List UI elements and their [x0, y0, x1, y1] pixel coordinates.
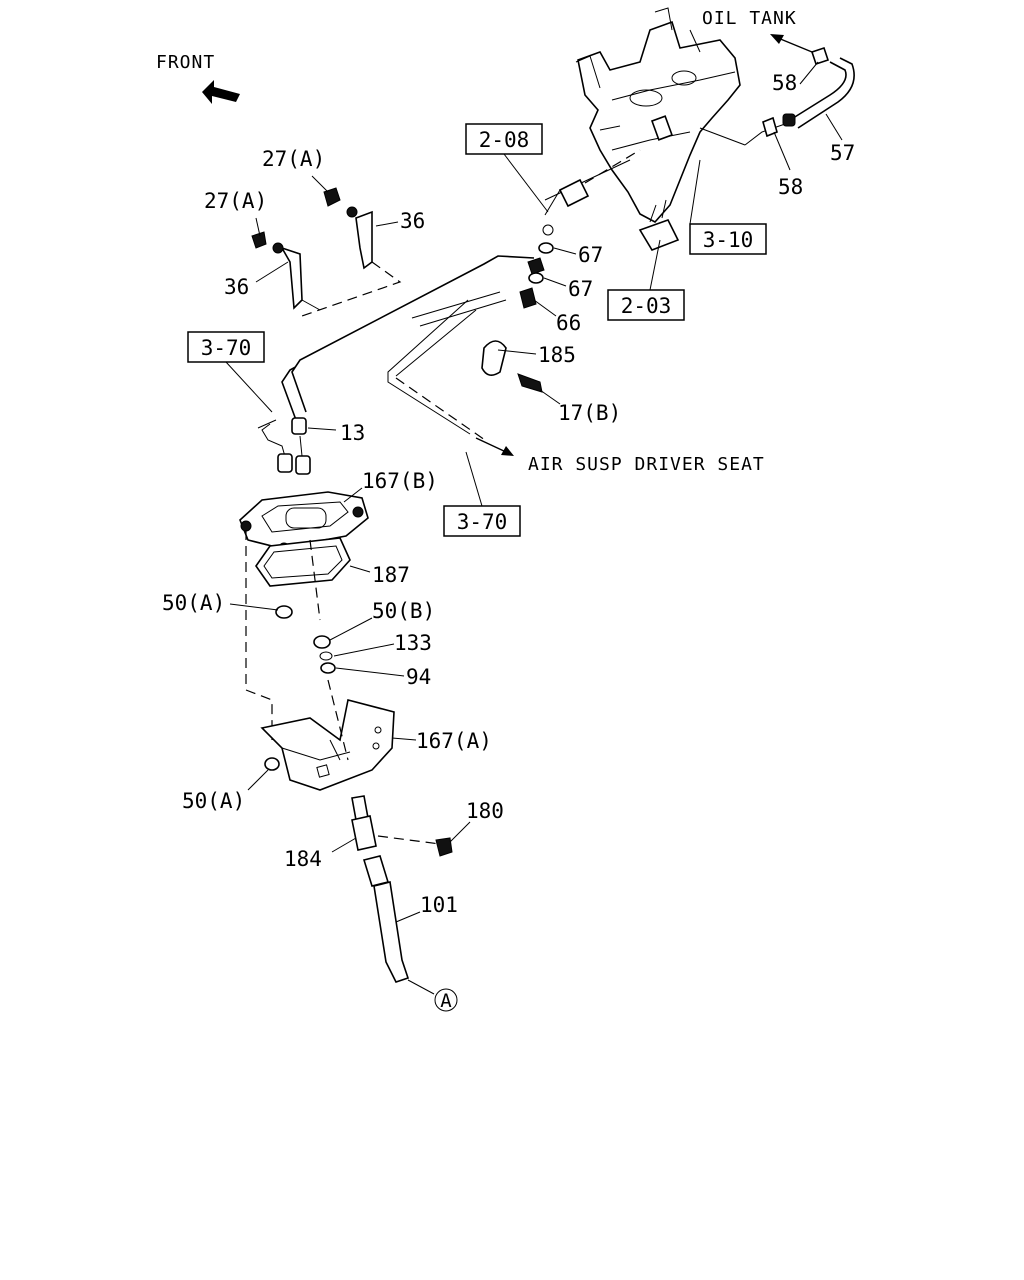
label-57: 57 [830, 141, 855, 165]
clutch-pipe-lines [257, 255, 535, 475]
label-36-left: 36 [224, 275, 249, 299]
label-94: 94 [406, 665, 431, 689]
nut-group [264, 605, 336, 771]
ref-2-08: 2-08 [479, 128, 530, 152]
label-36-right: 36 [400, 209, 425, 233]
ref-3-10: 3-10 [703, 228, 754, 252]
bracket-167a [260, 679, 395, 791]
label-air-susp: AIR SUSP DRIVER SEAT [528, 454, 765, 475]
label-180: 180 [466, 799, 504, 823]
ref-2-03: 2-03 [621, 294, 672, 318]
label-50a-upper: 50(A) [162, 591, 225, 615]
mount-plate-167b [239, 491, 369, 740]
label-13: 13 [340, 421, 365, 445]
ref-3-70-top: 3-70 [201, 336, 252, 360]
label-167a: 167(A) [416, 729, 492, 753]
front-note: FRONT [156, 52, 215, 73]
ref-box-2-03 [607, 289, 685, 321]
label-58-bottom: 58 [778, 175, 803, 199]
oil-tank-hose [699, 34, 855, 146]
label-58-top: 58 [772, 71, 797, 95]
ref-box-3-10 [689, 223, 767, 255]
label-50a-lower: 50(A) [182, 789, 245, 813]
pedal-bracket-assembly [542, 7, 741, 251]
brackets-36 [251, 187, 402, 317]
label-67-lower: 67 [568, 277, 593, 301]
label-27a-lower: 27(A) [204, 189, 267, 213]
ref-3-70-bottom: 3-70 [457, 510, 508, 534]
leader-lines [229, 61, 843, 923]
washer-bolt-group [519, 242, 554, 309]
label-133: 133 [394, 631, 432, 655]
ref-box-2-08 [465, 123, 543, 155]
clip-185 [481, 340, 543, 393]
label-17b: 17(B) [558, 401, 621, 425]
circle-a-label: A [440, 990, 452, 1012]
label-167b: 167(B) [362, 469, 438, 493]
label-50b: 50(B) [372, 599, 435, 623]
label-187: 187 [372, 563, 410, 587]
label-27a-upper: 27(A) [262, 147, 325, 171]
label-185: 185 [538, 343, 576, 367]
label-101: 101 [420, 893, 458, 917]
label-184: 184 [284, 847, 322, 871]
union-hose-101 [351, 795, 453, 995]
label-67-upper: 67 [578, 243, 603, 267]
oil-tank-note: OIL TANK [702, 8, 797, 29]
circle-a-icon [434, 988, 458, 1012]
label-66: 66 [556, 311, 581, 335]
front-arrow-icon [202, 80, 240, 104]
